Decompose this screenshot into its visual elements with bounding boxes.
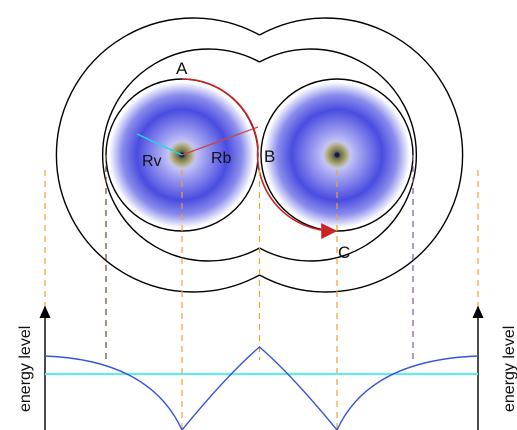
right-nucleus-core	[334, 152, 340, 158]
label-rv: Rv	[142, 153, 162, 170]
left-axis-title: energy level	[17, 326, 34, 412]
guide-lines	[44, 155, 479, 430]
label-a: A	[176, 59, 188, 78]
label-c: C	[338, 243, 350, 262]
label-rb: Rb	[211, 150, 232, 167]
label-b: B	[264, 147, 275, 166]
radius-v-line	[136, 133, 183, 156]
right-axis-title: energy level	[501, 326, 517, 412]
potential-curve-left	[44, 355, 183, 430]
potential-curve-right	[336, 355, 479, 430]
radius-b-line	[181, 126, 259, 156]
potential-curve-middle	[181, 346, 338, 430]
electron-path-arrow	[181, 78, 338, 240]
